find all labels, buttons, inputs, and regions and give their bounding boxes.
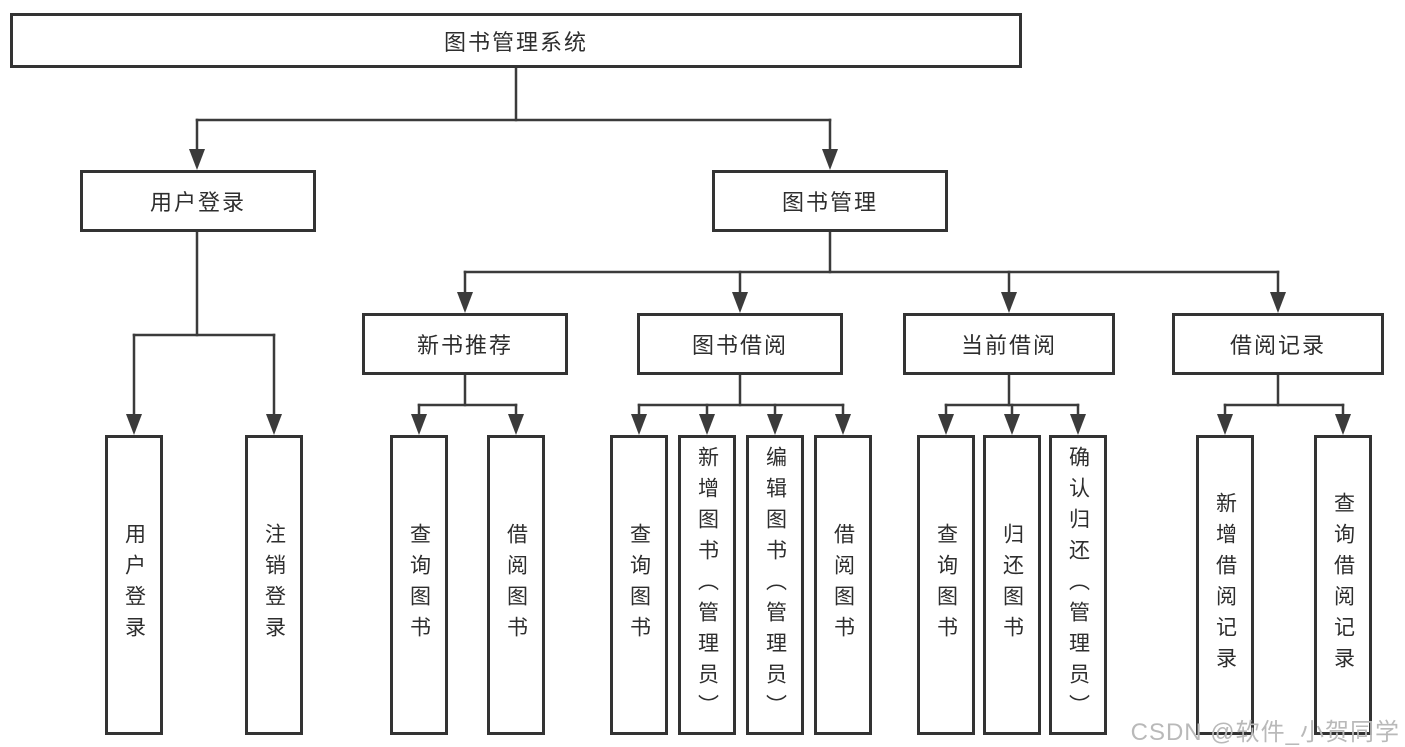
leaf-logout: 注销登录 xyxy=(245,435,303,735)
node-new-book-recommendation-label: 新书推荐 xyxy=(416,333,513,358)
node-borrowing-records-label: 借阅记录 xyxy=(1229,333,1326,358)
leaf-query-borrow-record-label: 查询借阅记录 xyxy=(1331,492,1355,678)
leaf-query-books-recommend-label: 查询图书 xyxy=(407,523,431,647)
node-book-borrowing-label: 图书借阅 xyxy=(691,333,788,358)
node-new-book-recommendation: 新书推荐 xyxy=(362,313,568,375)
leaf-return-books-label: 归还图书 xyxy=(1000,523,1024,647)
leaf-edit-books-admin: 编辑图书（管理员） xyxy=(746,435,804,735)
leaf-edit-books-admin-label: 编辑图书（管理员） xyxy=(763,445,787,725)
node-user-login-branch: 用户登录 xyxy=(80,170,316,232)
csdn-watermark: CSDN @软件_小贺同学 xyxy=(1130,719,1400,746)
leaf-logout-label: 注销登录 xyxy=(262,523,286,647)
leaf-borrow-books-label: 借阅图书 xyxy=(831,523,855,647)
leaf-add-books-admin-label: 新增图书（管理员） xyxy=(695,445,719,725)
leaf-query-books-recommend: 查询图书 xyxy=(390,435,448,735)
leaf-user-login: 用户登录 xyxy=(105,435,163,735)
leaf-confirm-return-admin-label: 确认归还（管理员） xyxy=(1066,445,1090,725)
leaf-return-books: 归还图书 xyxy=(983,435,1041,735)
node-borrowing-records: 借阅记录 xyxy=(1172,313,1384,375)
node-book-management-label: 图书管理 xyxy=(781,190,878,215)
leaf-add-borrow-record: 新增借阅记录 xyxy=(1196,435,1254,735)
node-book-management: 图书管理 xyxy=(712,170,948,232)
leaf-query-books-current: 查询图书 xyxy=(917,435,975,735)
leaf-query-books-current-label: 查询图书 xyxy=(934,523,958,647)
leaf-query-books-borrowing-label: 查询图书 xyxy=(627,523,651,647)
node-book-borrowing: 图书借阅 xyxy=(637,313,843,375)
node-current-borrowing-label: 当前借阅 xyxy=(960,333,1057,358)
leaf-query-borrow-record: 查询借阅记录 xyxy=(1314,435,1372,735)
leaf-add-borrow-record-label: 新增借阅记录 xyxy=(1213,492,1237,678)
node-user-login-branch-label: 用户登录 xyxy=(149,190,246,215)
leaf-borrow-books: 借阅图书 xyxy=(814,435,872,735)
node-current-borrowing: 当前借阅 xyxy=(903,313,1115,375)
node-root: 图书管理系统 xyxy=(10,13,1022,68)
leaf-borrow-books-recommend-label: 借阅图书 xyxy=(504,523,528,647)
leaf-borrow-books-recommend: 借阅图书 xyxy=(487,435,545,735)
node-root-label: 图书管理系统 xyxy=(443,29,588,55)
leaf-add-books-admin: 新增图书（管理员） xyxy=(678,435,736,735)
leaf-confirm-return-admin: 确认归还（管理员） xyxy=(1049,435,1107,735)
leaf-query-books-borrowing: 查询图书 xyxy=(610,435,668,735)
leaf-user-login-label: 用户登录 xyxy=(122,523,146,647)
